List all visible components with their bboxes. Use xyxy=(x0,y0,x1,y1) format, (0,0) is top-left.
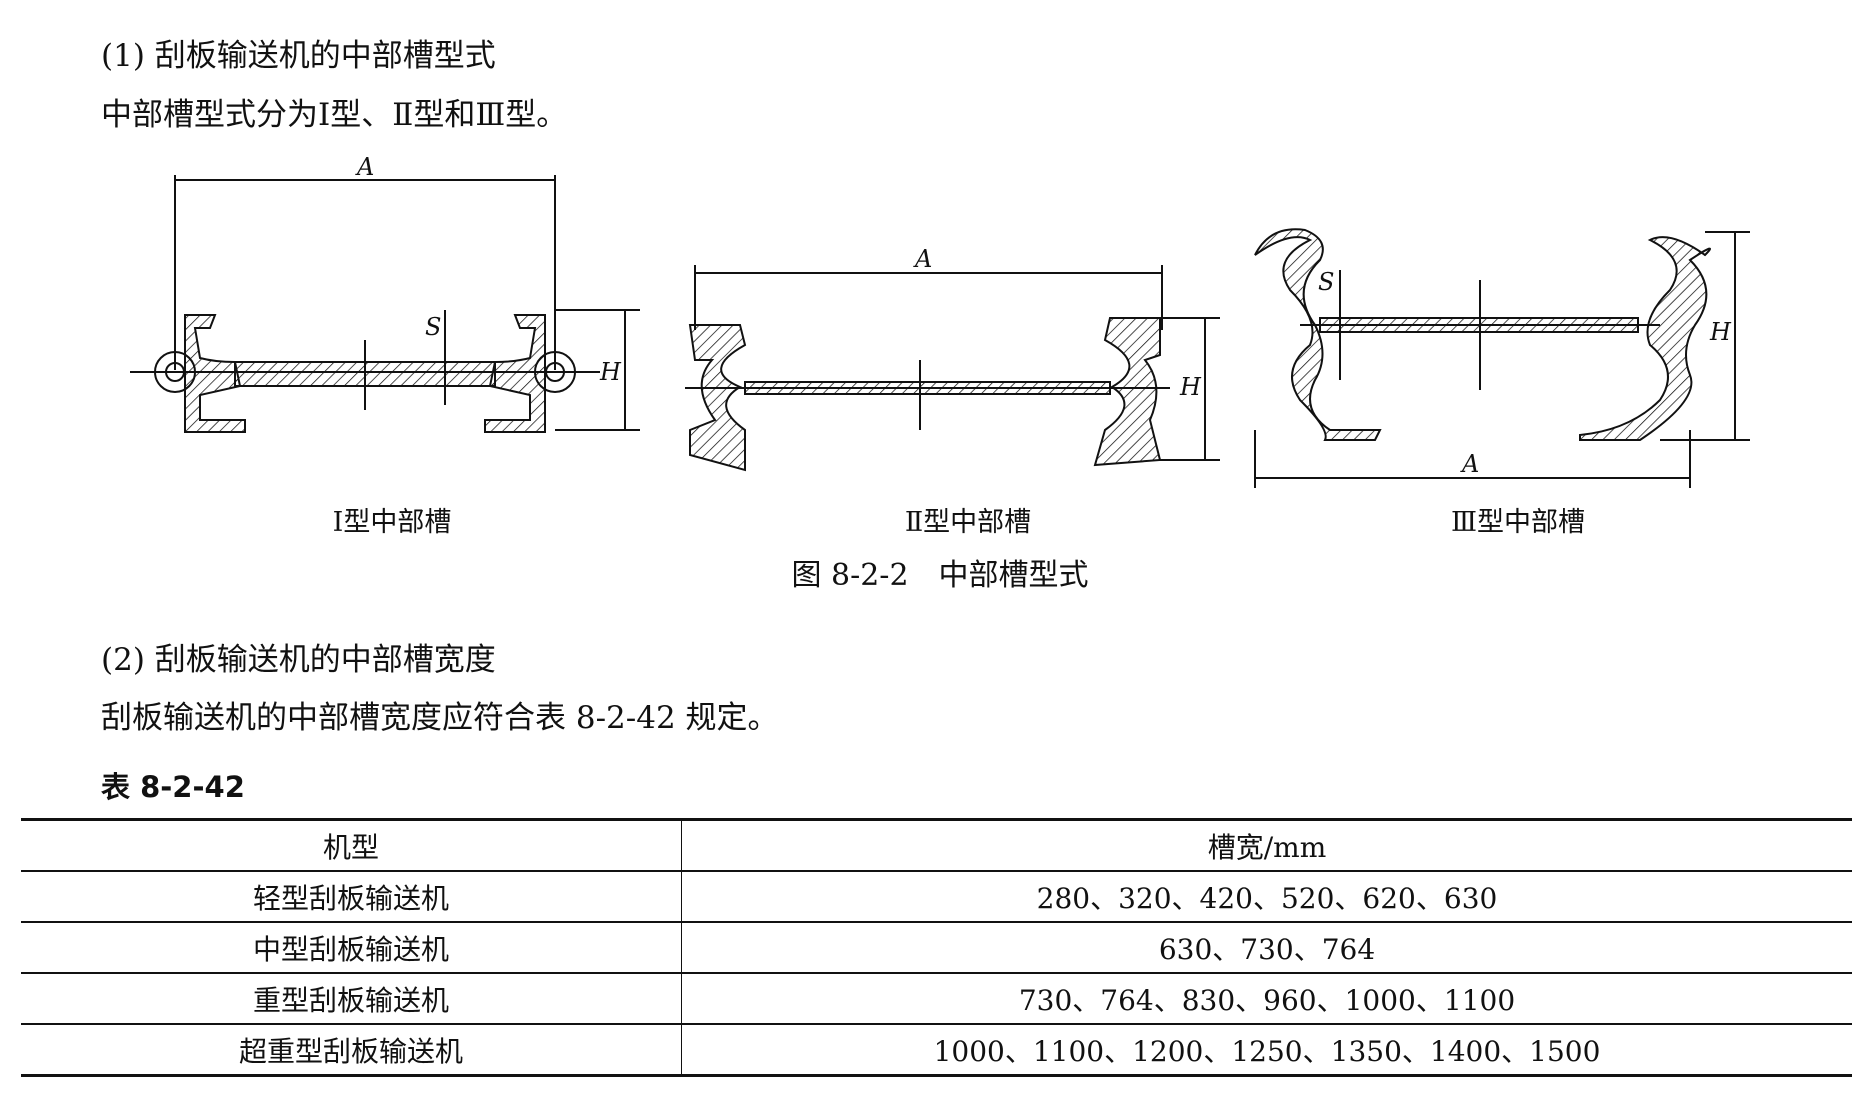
model-cell: 中型刮板输送机 xyxy=(21,921,682,973)
trough-type-diagrams: A S H A H H A S xyxy=(130,153,1750,488)
type-1-caption: Ⅰ型中部槽 xyxy=(332,507,452,538)
type-2-caption: Ⅱ型中部槽 xyxy=(904,507,1032,538)
type-3-trough-drawing: H A S xyxy=(1254,228,1750,488)
type-1-trough-drawing: A S H xyxy=(130,153,640,433)
dim-label-s: S xyxy=(1318,268,1334,296)
section1-heading: (1) 刮板输送机的中部槽型式 xyxy=(101,38,496,74)
width-cell: 280、320、420、520、620、630 xyxy=(681,870,1852,922)
width-cell: 630、730、764 xyxy=(681,921,1852,973)
table-header-row: 机型 槽宽/mm xyxy=(21,818,1852,871)
type-3-caption: Ⅲ型中部槽 xyxy=(1450,507,1586,538)
dim-label-h: H xyxy=(1709,318,1732,346)
figure-caption: 图 8-2-2 中部槽型式 xyxy=(791,558,1089,593)
model-cell: 轻型刮板输送机 xyxy=(21,870,682,922)
section2-text: 刮板输送机的中部槽宽度应符合表 8-2-42 规定。 xyxy=(101,700,779,736)
section1-text: 中部槽型式分为Ⅰ型、Ⅱ型和Ⅲ型。 xyxy=(101,97,568,133)
dim-label-a: A xyxy=(355,153,374,181)
section2-heading: (2) 刮板输送机的中部槽宽度 xyxy=(101,642,496,678)
dim-label-h: H xyxy=(1179,373,1202,401)
table-title: 表 8-2-42 xyxy=(101,770,245,804)
dim-label-a: A xyxy=(1460,450,1479,478)
model-cell: 重型刮板输送机 xyxy=(21,972,682,1024)
type-2-trough-drawing: A H xyxy=(685,245,1220,472)
dim-label-s: S xyxy=(425,313,441,341)
header-width: 槽宽/mm xyxy=(681,818,1852,871)
header-model: 机型 xyxy=(21,818,682,871)
dim-label-a: A xyxy=(913,245,932,273)
width-cell: 1000、1100、1200、1250、1350、1400、1500 xyxy=(681,1023,1852,1077)
model-cell: 超重型刮板输送机 xyxy=(21,1023,682,1077)
dim-label-h: H xyxy=(599,358,622,386)
width-cell: 730、764、830、960、1000、1100 xyxy=(681,972,1852,1024)
